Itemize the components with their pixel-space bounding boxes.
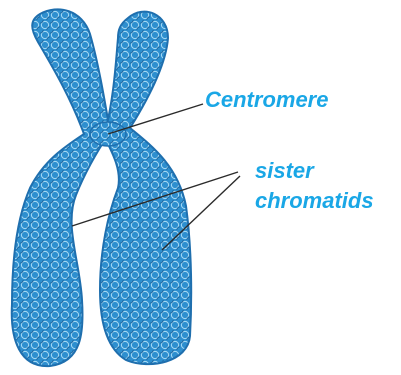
right-chromatid — [100, 12, 191, 365]
sister-label-line1: sister — [255, 158, 315, 183]
sister-label-line2: chromatids — [255, 188, 374, 213]
centromere-label: Centromere — [205, 87, 328, 112]
left-chromatid — [12, 9, 110, 366]
